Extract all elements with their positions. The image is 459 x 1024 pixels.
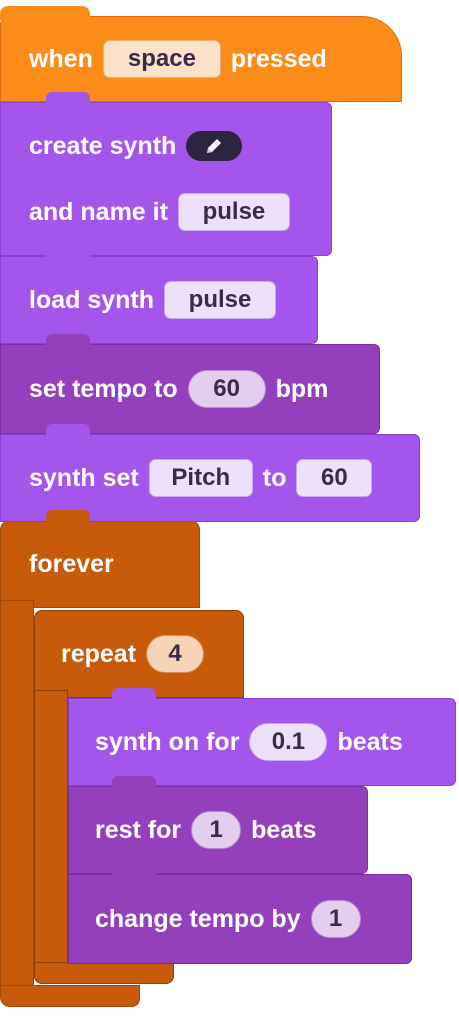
to-label: to (262, 463, 287, 492)
load-synth-label: load synth (29, 285, 155, 314)
tempo-input[interactable]: 60 (187, 370, 266, 408)
repeat-count-input[interactable]: 4 (146, 635, 205, 673)
pressed-label: pressed (230, 44, 327, 73)
create-synth-label: create synth (29, 131, 177, 160)
set-tempo-label: set tempo to (29, 374, 178, 403)
set-tempo-top-notch (46, 334, 90, 346)
repeat-left-arm (34, 690, 68, 980)
repeat-label: repeat (61, 639, 137, 668)
change-tempo-label: change tempo by (95, 904, 301, 933)
synth-set-top-notch (46, 424, 90, 436)
forever-label: forever (29, 549, 114, 578)
synth-on-block[interactable]: synth on for 0.1 beats (68, 698, 456, 786)
set-tempo-block[interactable]: set tempo to 60 bpm (0, 344, 380, 434)
name-it-label: and name it (29, 197, 168, 226)
bpm-label: bpm (275, 374, 329, 403)
forever-top-notch (46, 510, 90, 522)
forever-left-arm (0, 600, 34, 998)
repeat-block[interactable]: repeat 4 (34, 610, 244, 698)
param-value-input[interactable]: 60 (296, 459, 373, 497)
create-synth-top-notch (46, 92, 90, 104)
synth-set-label: synth set (29, 463, 139, 492)
load-synth-block[interactable]: load synth pulse (0, 256, 318, 344)
synth-on-beats-input[interactable]: 0.1 (249, 723, 328, 761)
synth-on-label: synth on for (95, 727, 240, 756)
rest-beats-label: beats (251, 815, 317, 844)
change-tempo-top-notch (112, 864, 156, 876)
rest-for-label: rest for (95, 815, 182, 844)
rest-beats-input[interactable]: 1 (191, 811, 242, 849)
hat-top-tab (0, 6, 90, 20)
synth-on-top-notch (112, 688, 156, 700)
when-label: when (29, 44, 93, 73)
when-key-pressed-block[interactable]: when space pressed (0, 16, 402, 102)
repeat-bottom-arm (34, 962, 174, 984)
param-dropdown[interactable]: Pitch (148, 459, 253, 497)
synth-name-input[interactable]: pulse (177, 193, 290, 231)
change-tempo-input[interactable]: 1 (310, 900, 361, 938)
synth-set-block[interactable]: synth set Pitch to 60 (0, 434, 420, 522)
forever-block-frame[interactable]: forever (0, 520, 200, 608)
forever-bottom-arm (0, 985, 140, 1007)
synth-on-beats-label: beats (337, 727, 403, 756)
change-tempo-block[interactable]: change tempo by 1 (68, 874, 412, 964)
key-dropdown[interactable]: space (102, 40, 221, 78)
rest-for-top-notch (112, 776, 156, 788)
pencil-icon[interactable] (186, 131, 243, 161)
load-synth-input[interactable]: pulse (164, 281, 277, 319)
create-synth-block[interactable]: create synth and name it pulse (0, 102, 332, 256)
rest-for-block[interactable]: rest for 1 beats (68, 786, 368, 874)
load-synth-top-notch (46, 246, 90, 258)
